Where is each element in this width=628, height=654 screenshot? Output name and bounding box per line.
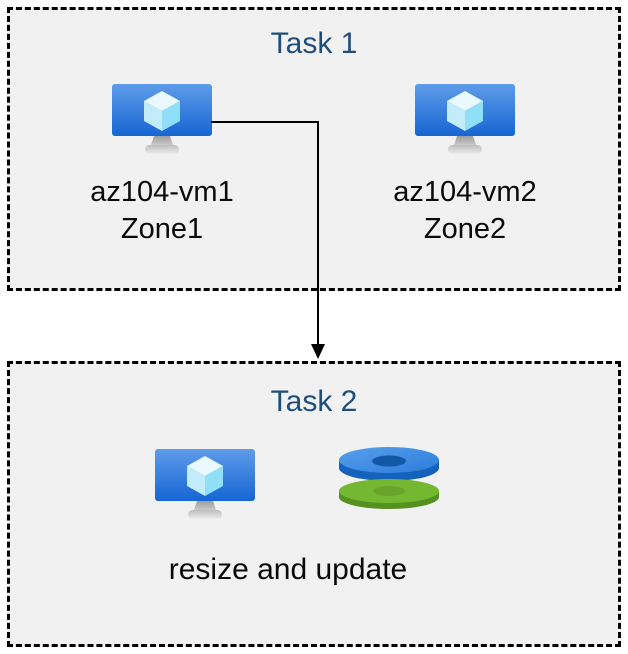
vm2-name: az104-vm2 <box>393 176 537 208</box>
vm1-label: az104-vm1 Zone1 <box>62 174 262 248</box>
vm1-zone: Zone1 <box>120 213 204 245</box>
vm2-virtual-machine-icon <box>415 84 515 154</box>
task1-title: Task 1 <box>270 27 358 60</box>
task2-box: Task 2 <box>7 361 621 647</box>
task2-caption: resize and update <box>168 553 408 586</box>
vm2-zone: Zone2 <box>423 213 507 245</box>
vm1-name: az104-vm1 <box>90 176 234 208</box>
task2-disks-icon <box>339 447 439 509</box>
vm1-virtual-machine-icon <box>112 84 212 154</box>
task2-title: Task 2 <box>270 385 358 418</box>
task1-box: Task 1 <box>7 7 621 291</box>
vm2-label: az104-vm2 Zone2 <box>365 174 565 248</box>
task2-virtual-machine-icon <box>155 449 255 519</box>
